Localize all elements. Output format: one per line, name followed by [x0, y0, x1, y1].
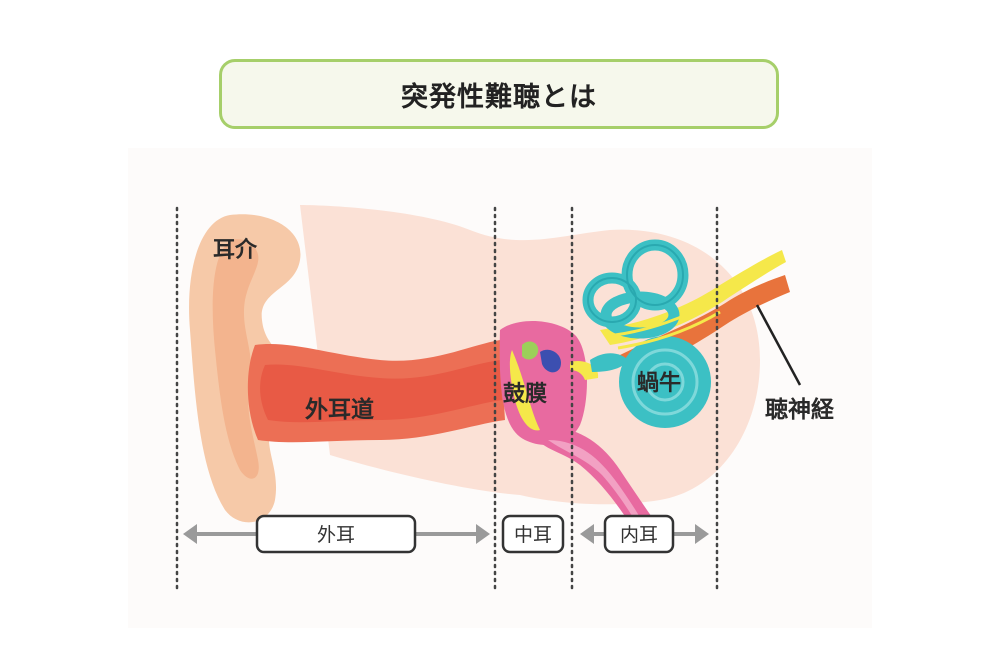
cochlea-label: 蝸牛	[637, 370, 681, 396]
auditory-nerve-yellow	[600, 250, 786, 345]
auditory-nerve-leader	[755, 304, 802, 386]
arrow-head-left-inner	[580, 524, 594, 544]
arrow-head-right-outer	[476, 524, 490, 544]
section-dividers	[175, 206, 719, 592]
middle-ear-label: 中耳	[514, 524, 552, 546]
auditory-nerve-label: 聴神経	[765, 396, 835, 423]
eardrum-label: 鼓膜	[503, 382, 547, 407]
eardrum-shape	[509, 350, 540, 431]
arrow-head-right-inner	[695, 524, 709, 544]
outer-ear-label: 外耳	[317, 524, 355, 546]
title-box: 突発性難聴とは	[219, 59, 779, 129]
arrow-head-left-outer	[183, 524, 197, 544]
pinna-fold	[212, 239, 259, 479]
ossicle-malleus	[522, 341, 539, 360]
pinna-label: 耳介	[213, 237, 258, 263]
inner-ear-label: 内耳	[620, 524, 658, 546]
ear-canal-inner	[260, 360, 502, 423]
inner-ear-pill	[603, 514, 675, 554]
page-title: 突発性難聴とは	[401, 81, 597, 113]
outer-ear-pill	[255, 514, 417, 554]
ear-canal-label: 外耳道	[305, 396, 374, 423]
middle-ear-pill	[501, 514, 565, 554]
ossicle-incus	[540, 349, 561, 373]
